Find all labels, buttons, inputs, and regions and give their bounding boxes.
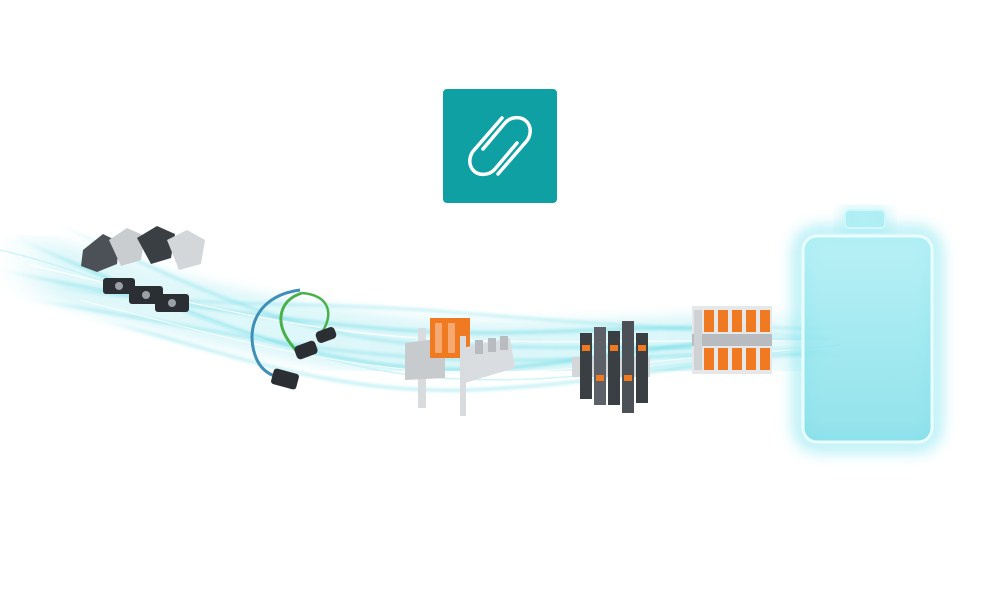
- din-rail-terminal-icon: [572, 321, 650, 413]
- brand-logo: [443, 89, 557, 203]
- paperclip-link-icon: [468, 115, 532, 177]
- power-terminal-icon: [692, 306, 772, 374]
- ethernet-cable-icon: [250, 288, 337, 390]
- battery-icon: [795, 207, 940, 450]
- pcb-terminal-icon: [405, 318, 515, 416]
- industrial-connector-icon: [81, 226, 205, 312]
